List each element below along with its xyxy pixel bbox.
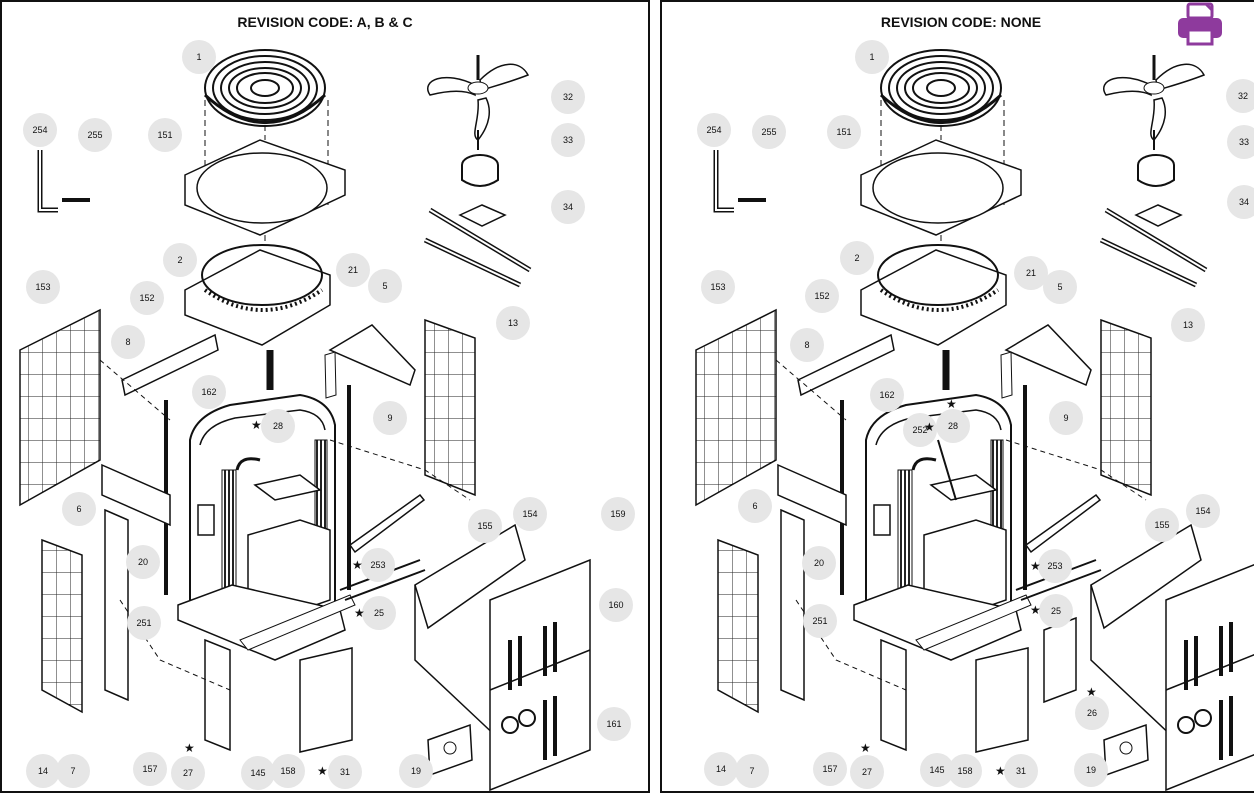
part-callout-153: 153 xyxy=(26,270,60,304)
part-callout-33: 33 xyxy=(1227,125,1254,159)
part-callout-253: 253 xyxy=(1038,549,1072,583)
part-callout-2: 2 xyxy=(163,243,197,277)
printer-icon[interactable] xyxy=(1176,2,1224,46)
star-marker: ★ xyxy=(1030,559,1041,573)
part-callout-34: 34 xyxy=(551,190,585,224)
part-callout-152: 152 xyxy=(130,281,164,315)
part-callout-155: 155 xyxy=(468,509,502,543)
star-marker: ★ xyxy=(251,418,262,432)
part-callout-158: 158 xyxy=(948,754,982,788)
part-callout-13: 13 xyxy=(496,306,530,340)
part-callout-252: 252 xyxy=(903,413,937,447)
part-callout-34: 34 xyxy=(1227,185,1254,219)
part-callout-8: 8 xyxy=(790,328,824,362)
part-callout-20: 20 xyxy=(802,546,836,580)
part-callout-255: 255 xyxy=(752,115,786,149)
part-callout-1: 1 xyxy=(182,40,216,74)
part-callout-8: 8 xyxy=(111,325,145,359)
part-callout-159: 159 xyxy=(601,497,635,531)
part-callout-160: 160 xyxy=(599,588,633,622)
part-callout-254: 254 xyxy=(697,113,731,147)
part-callout-32: 32 xyxy=(551,80,585,114)
panel-title: REVISION CODE: NONE xyxy=(880,14,1042,30)
star-marker: ★ xyxy=(1030,603,1041,617)
part-callout-158: 158 xyxy=(271,754,305,788)
star-marker: ★ xyxy=(354,606,365,620)
diagram-revision-none xyxy=(696,50,1254,790)
star-marker: ★ xyxy=(995,764,1006,778)
part-callout-162: 162 xyxy=(192,375,226,409)
part-callout-251: 251 xyxy=(803,604,837,638)
star-marker: ★ xyxy=(184,741,195,755)
part-callout-6: 6 xyxy=(738,489,772,523)
part-callout-254: 254 xyxy=(23,113,57,147)
part-callout-145: 145 xyxy=(241,756,275,790)
part-callout-251: 251 xyxy=(127,606,161,640)
star-marker: ★ xyxy=(946,397,957,411)
part-callout-7: 7 xyxy=(735,754,769,788)
part-callout-153: 153 xyxy=(701,270,735,304)
part-callout-151: 151 xyxy=(148,118,182,152)
part-callout-19: 19 xyxy=(1074,753,1108,787)
part-callout-255: 255 xyxy=(78,118,112,152)
part-callout-28: 28 xyxy=(261,409,295,443)
part-callout-6: 6 xyxy=(62,492,96,526)
part-callout-7: 7 xyxy=(56,754,90,788)
part-callout-9: 9 xyxy=(1049,401,1083,435)
part-callout-2: 2 xyxy=(840,241,874,275)
part-callout-25: 25 xyxy=(362,596,396,630)
part-callout-33: 33 xyxy=(551,123,585,157)
part-callout-13: 13 xyxy=(1171,308,1205,342)
part-callout-31: 31 xyxy=(328,755,362,789)
part-callout-14: 14 xyxy=(704,752,738,786)
diagram-revision-abc xyxy=(20,50,590,790)
part-callout-25: 25 xyxy=(1039,594,1073,628)
part-callout-28: 28 xyxy=(936,409,970,443)
part-callout-1: 1 xyxy=(855,40,889,74)
star-marker: ★ xyxy=(317,764,328,778)
part-callout-155: 155 xyxy=(1145,508,1179,542)
part-callout-20: 20 xyxy=(126,545,160,579)
part-callout-31: 31 xyxy=(1004,754,1038,788)
part-callout-5: 5 xyxy=(368,269,402,303)
star-marker: ★ xyxy=(924,420,935,434)
part-callout-19: 19 xyxy=(399,754,433,788)
part-callout-157: 157 xyxy=(133,752,167,786)
part-callout-9: 9 xyxy=(373,401,407,435)
part-callout-253: 253 xyxy=(361,548,395,582)
part-callout-151: 151 xyxy=(827,115,861,149)
panel-title: REVISION CODE: A, B & C xyxy=(237,14,413,30)
part-callout-27: 27 xyxy=(171,756,205,790)
part-callout-154: 154 xyxy=(1186,494,1220,528)
part-callout-161: 161 xyxy=(597,707,631,741)
part-callout-14: 14 xyxy=(26,754,60,788)
part-callout-152: 152 xyxy=(805,279,839,313)
part-callout-157: 157 xyxy=(813,752,847,786)
part-callout-26: 26 xyxy=(1075,696,1109,730)
part-callout-27: 27 xyxy=(850,755,884,789)
part-callout-32: 32 xyxy=(1226,79,1254,113)
star-marker: ★ xyxy=(860,741,871,755)
part-callout-5: 5 xyxy=(1043,270,1077,304)
star-marker: ★ xyxy=(1086,685,1097,699)
part-callout-154: 154 xyxy=(513,497,547,531)
part-callout-21: 21 xyxy=(1014,256,1048,290)
star-marker: ★ xyxy=(352,558,363,572)
part-callout-21: 21 xyxy=(336,253,370,287)
part-callout-162: 162 xyxy=(870,378,904,412)
